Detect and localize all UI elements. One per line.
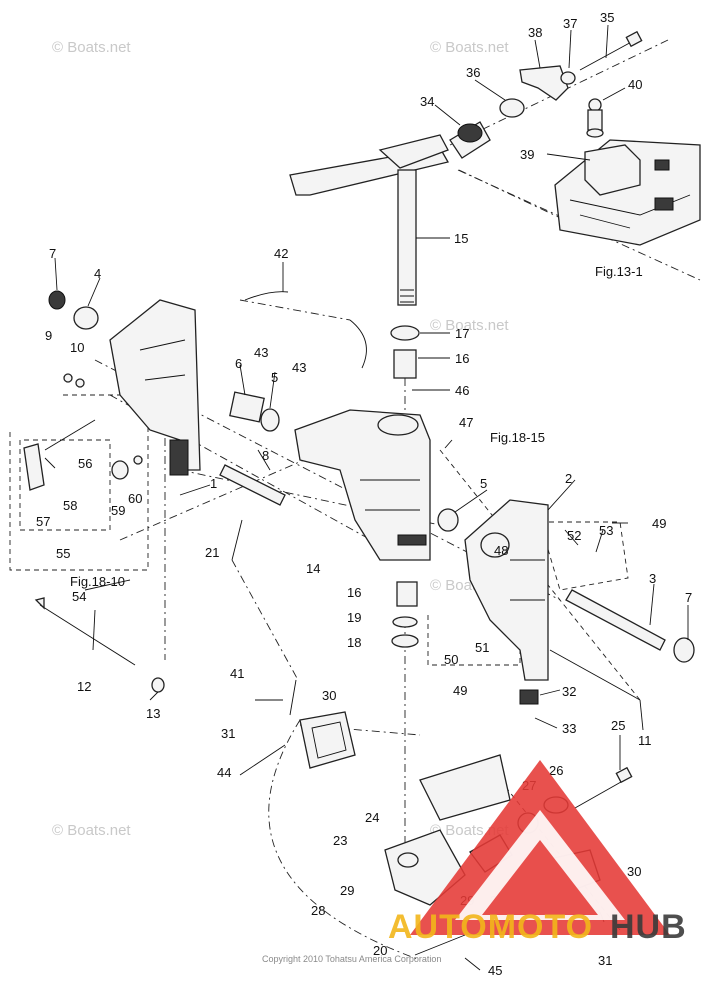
- callout-31a: 31: [221, 726, 235, 741]
- callout-7b: 7: [685, 590, 692, 605]
- callout-41: 41: [230, 666, 244, 681]
- callout-44: 44: [217, 765, 231, 780]
- watermark-5: © Boats.net: [52, 822, 131, 839]
- callout-14: 14: [306, 561, 320, 576]
- watermark-3: © Boats.net: [430, 317, 509, 334]
- callout-52: 52: [567, 528, 581, 543]
- callout-57: 57: [36, 514, 50, 529]
- callout-2: 2: [565, 471, 572, 486]
- callout-11: 11: [638, 733, 652, 748]
- callout-47: 47: [459, 415, 473, 430]
- callout-58: 58: [63, 498, 77, 513]
- callout-39: 39: [520, 147, 534, 162]
- callout-45: 45: [488, 963, 502, 978]
- automotohub-logo: AUTOMOTO HUB: [388, 760, 687, 946]
- callout-33: 33: [562, 721, 576, 736]
- callout-43a: 43: [254, 345, 268, 360]
- right-clamp-bracket: [464, 499, 549, 681]
- callout-38: 38: [528, 25, 542, 40]
- callout-30a: 30: [322, 688, 336, 703]
- callout-16b: 16: [347, 585, 361, 600]
- callout-5a: 5: [271, 370, 278, 385]
- callout-4: 4: [94, 266, 101, 281]
- engine-mount-assembly: [554, 98, 701, 246]
- callout-49b: 49: [453, 683, 467, 698]
- callout-54: 54: [72, 589, 86, 604]
- watermark-1: © Boats.net: [52, 39, 131, 56]
- callout-28: 28: [311, 903, 325, 918]
- trim-kit: [23, 419, 143, 491]
- callout-17: 17: [455, 326, 469, 341]
- figure-references: Fig.13-1 Fig.18-15 Fig.18-10: [70, 264, 643, 589]
- callout-12: 12: [77, 679, 91, 694]
- logo-wordmark-automoto: AUTOMOTO: [388, 908, 593, 946]
- callout-19: 19: [347, 610, 361, 625]
- left-clamp-bracket: [109, 299, 201, 476]
- swivel-bracket: [294, 409, 431, 561]
- callout-31b: 31: [598, 953, 612, 968]
- callout-25: 25: [611, 718, 625, 733]
- callout-30b: 30: [627, 864, 641, 879]
- leader-lines: [54, 24, 689, 971]
- callout-51: 51: [475, 640, 489, 655]
- callout-23: 23: [333, 833, 347, 848]
- callout-40: 40: [628, 77, 642, 92]
- callout-36: 36: [466, 65, 480, 80]
- callout-32: 32: [562, 684, 576, 699]
- callout-6: 6: [235, 356, 242, 371]
- callout-34: 34: [420, 94, 434, 109]
- callout-1: 1: [210, 476, 217, 491]
- callout-9: 9: [45, 328, 52, 343]
- callout-29a: 29: [340, 883, 354, 898]
- callout-37: 37: [563, 16, 577, 31]
- callout-42: 42: [274, 246, 288, 261]
- callout-18: 18: [347, 635, 361, 650]
- watermark-2: © Boats.net: [430, 39, 509, 56]
- callout-10: 10: [70, 340, 84, 355]
- steering-arm: [289, 134, 449, 306]
- callout-46: 46: [455, 383, 469, 398]
- part-callouts: 1 2 3 4 5 5 6 7 7 8 9 10 11 12 13 14 15 …: [36, 10, 692, 978]
- callout-16a: 16: [455, 351, 469, 366]
- callout-13: 13: [146, 706, 160, 721]
- wires: [231, 291, 466, 956]
- callout-20: 20: [373, 943, 387, 958]
- upper-hardware: [449, 30, 643, 159]
- callout-49a: 49: [652, 516, 666, 531]
- group-boxes: [9, 394, 629, 666]
- callout-50: 50: [444, 652, 458, 667]
- callout-56: 56: [78, 456, 92, 471]
- callout-59: 59: [111, 503, 125, 518]
- callout-3: 3: [649, 571, 656, 586]
- callout-43b: 43: [292, 360, 306, 375]
- fig-ref-18-15: Fig.18-15: [490, 430, 545, 445]
- callout-53: 53: [599, 523, 613, 538]
- callout-24: 24: [365, 810, 379, 825]
- callout-7a: 7: [49, 246, 56, 261]
- copyright-text: Copyright 2010 Tohatsu America Corporati…: [262, 954, 441, 964]
- callout-21: 21: [205, 545, 219, 560]
- callout-35: 35: [600, 10, 614, 25]
- callout-26: 26: [549, 763, 563, 778]
- callout-55: 55: [56, 546, 70, 561]
- callout-15: 15: [454, 231, 468, 246]
- logo-wordmark-hub: HUB: [610, 908, 687, 946]
- callout-60: 60: [128, 491, 142, 506]
- fig-ref-18-10: Fig.18-10: [70, 574, 125, 589]
- callout-48: 48: [494, 543, 508, 558]
- callout-8: 8: [262, 448, 269, 463]
- callout-5b: 5: [480, 476, 487, 491]
- fig-ref-13-1: Fig.13-1: [595, 264, 643, 279]
